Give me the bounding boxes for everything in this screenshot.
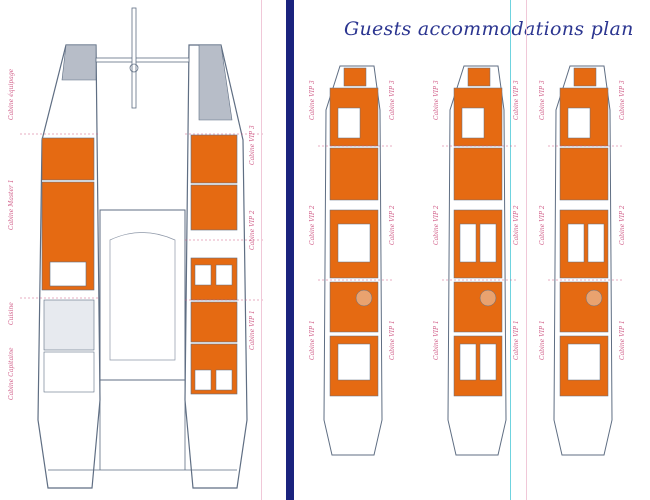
label-vip-3-right: Cabine VIP 3	[513, 80, 520, 120]
double-bed	[337, 343, 371, 381]
label-cuisine: Cuisine	[8, 302, 15, 325]
label-cabine-vip-2: Cabine VIP 2	[249, 210, 256, 250]
single-bed	[459, 223, 477, 263]
vertical-guide	[261, 0, 262, 500]
port-head-cabin	[41, 137, 95, 181]
page-title: Guests accommodations plan	[344, 18, 634, 40]
starboard-stair-hall	[190, 301, 238, 343]
starboard-bow-fill	[198, 44, 233, 121]
stair-hall	[453, 281, 503, 333]
navy-divider	[286, 0, 294, 500]
head	[337, 107, 361, 139]
hull-plan-1: Cabine VIP 3 Cabine VIP 2 Cabine VIP 1 C…	[309, 65, 396, 456]
label-vip-3-right: Cabine VIP 3	[619, 80, 626, 120]
forepeak	[573, 67, 597, 87]
double-bed	[567, 343, 601, 381]
vip1-bed-b	[215, 369, 233, 391]
catamaran-deck-plan: Cabine équipage Cabine Master 1 Cuisine …	[0, 0, 283, 500]
stair-hall	[559, 281, 609, 333]
label-vip-1-right: Cabine VIP 1	[389, 320, 396, 360]
mast-boom	[131, 7, 137, 109]
label-vip-2-left: Cabine VIP 2	[433, 205, 440, 245]
label-vip-1-left: Cabine VIP 1	[539, 320, 546, 360]
label-vip-1-right: Cabine VIP 1	[513, 320, 520, 360]
spiral-stair	[585, 289, 603, 307]
label-vip-1-left: Cabine VIP 1	[309, 320, 316, 360]
spiral-stair	[479, 289, 497, 307]
label-vip-2-left: Cabine VIP 2	[309, 205, 316, 245]
label-vip-1-left: Cabine VIP 1	[433, 320, 440, 360]
spiral-stair	[355, 289, 373, 307]
label-cabine-vip-3: Cabine VIP 3	[249, 125, 256, 165]
label-vip-2-right: Cabine VIP 2	[389, 205, 396, 245]
double-bed	[337, 223, 371, 263]
single-bed	[459, 343, 477, 381]
cabin-vip-2-room	[329, 147, 379, 201]
label-vip-3-left: Cabine VIP 3	[433, 80, 440, 120]
head	[461, 107, 485, 139]
forepeak	[343, 67, 367, 87]
cyan-guide-line	[510, 0, 511, 500]
mast-step	[129, 63, 139, 73]
label-cabine-vip-1: Cabine VIP 1	[249, 310, 256, 350]
label-cabine-capitaine: Cabine Capitaine	[8, 347, 15, 400]
single-bed	[587, 223, 605, 263]
label-vip-2-right: Cabine VIP 2	[513, 205, 520, 245]
label-vip-1-right: Cabine VIP 1	[619, 320, 626, 360]
single-bed	[479, 223, 497, 263]
hull-plan-3: Cabine VIP 3 Cabine VIP 2 Cabine VIP 1 C…	[539, 65, 626, 456]
label-vip-2-left: Cabine VIP 2	[539, 205, 546, 245]
vip2-bed-b	[215, 264, 233, 286]
pink-guide-line	[526, 0, 527, 500]
saloon-outline	[109, 232, 176, 361]
single-bed	[567, 223, 585, 263]
aft-deck-lines	[48, 380, 237, 471]
vip1-bed-a	[194, 369, 212, 391]
hull-plan-2: Cabine VIP 3 Cabine VIP 2 Cabine VIP 1 C…	[433, 65, 520, 456]
galley	[43, 299, 95, 351]
port-bow-fill	[61, 44, 97, 81]
forepeak	[467, 67, 491, 87]
label-cabine-equipage: Cabine équipage	[8, 68, 15, 120]
accommodations-panel: Guests accommodations plan Cabine VIP 3 …	[294, 0, 650, 500]
bridgedeck-outline	[99, 209, 186, 381]
single-bed	[479, 343, 497, 381]
hull-variants-drawing: Cabine VIP 3 Cabine VIP 2 Cabine VIP 1 C…	[309, 65, 626, 456]
label-vip-3-left: Cabine VIP 3	[539, 80, 546, 120]
cabin-vip-2-room	[453, 147, 503, 201]
master-bed	[49, 261, 87, 287]
starboard-head	[190, 184, 238, 231]
label-vip-3-left: Cabine VIP 3	[309, 80, 316, 120]
cabin-vip-2-room	[559, 147, 609, 201]
cabin-vip-3-room	[190, 134, 238, 184]
label-vip-3-right: Cabine VIP 3	[389, 80, 396, 120]
vip2-bed-a	[194, 264, 212, 286]
captain-cabin	[43, 351, 95, 393]
stair-hall	[329, 281, 379, 333]
label-vip-2-right: Cabine VIP 2	[619, 205, 626, 245]
deck-plan-drawing: Cabine équipage Cabine Master 1 Cuisine …	[8, 7, 265, 489]
head	[567, 107, 591, 139]
label-cabine-master-1: Cabine Master 1	[8, 179, 15, 230]
forward-beam	[95, 57, 190, 63]
